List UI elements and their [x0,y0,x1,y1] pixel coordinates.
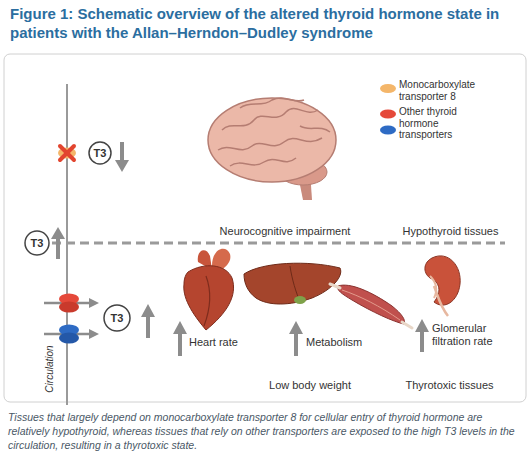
up-arrow [56,237,60,259]
figure-title: Figure 1: Schematic overview of the alte… [10,5,525,43]
hormone-circle: T3 [103,304,131,332]
figure-frame [4,54,526,402]
transporter-blue [59,333,79,344]
up-arrow-head [51,227,65,239]
brain [208,98,336,182]
circle-shape [89,142,111,164]
brain-gyrus [230,158,296,166]
legend-swatch [380,84,396,93]
brain-gyrus [300,126,330,132]
legend-text: Other thyroid hormone transporters [399,106,471,141]
up-arrow [294,332,298,356]
block-cross [60,146,74,160]
renal-pelvis [430,276,436,298]
transport-arrow-head [89,298,99,308]
figure-caption: Tissues that largely depend on monocarbo… [8,410,523,453]
transport-arrow-head [89,329,99,339]
heart [184,266,234,330]
legend-text: Monocarboxylate transporter 8 [399,79,489,102]
hormone-label: T3 [94,147,107,159]
hormone-label: T3 [111,312,124,324]
tissue-label: Metabolism [306,336,386,349]
block-cross [60,146,74,160]
muscle-tendon [330,284,340,288]
up-arrow-head [415,319,429,332]
down-arrow-head [115,160,129,172]
tissue-label: Glomerular filtration rate [432,322,496,348]
up-arrow [420,330,424,352]
kidney [425,256,460,305]
hormone-circle: T3 [24,230,50,256]
transporter-blue-swatch [380,126,396,135]
heart-vessel-line [204,276,210,326]
circle-shape [25,231,49,255]
transporter-red [59,302,79,313]
tissue-label: Neurocognitive impairment [205,225,365,238]
tissue-label: Hypothyroid tissues [388,225,513,238]
hormone-label: T3 [31,237,44,249]
up-arrow [146,315,150,338]
muscle [338,285,405,324]
hormone-circle: T3 [88,141,112,165]
tissue-label: Heart rate [189,336,259,349]
up-arrow-head [173,321,187,334]
tissue-label: Low body weight [250,379,370,392]
down-arrow [120,142,124,161]
gallbladder [294,296,306,304]
brain-gyrus [240,98,304,108]
liver [244,263,341,304]
up-arrow-head [141,304,155,317]
transporter-red-swatch [380,110,396,119]
muscle-tendon [402,322,412,328]
brain-gyrus [218,138,322,150]
up-arrow [178,332,182,356]
circulation-label: Circulation [44,337,56,401]
circle-shape [104,305,130,331]
tissue-label: Thyrotoxic tissues [392,379,507,392]
tissue-divider [52,242,505,245]
muscle-fibre [342,290,400,320]
up-arrow-head [289,321,303,334]
